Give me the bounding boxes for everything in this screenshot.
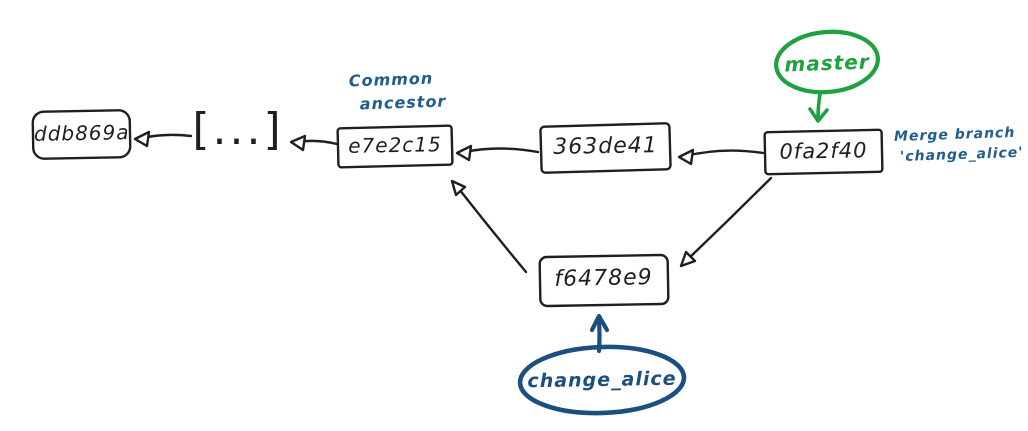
commit-box-f6478e9 — [538, 253, 670, 308]
commit-box-ddb869a — [31, 109, 132, 160]
arrow-0fa2f40-to-363de41 — [684, 149, 765, 158]
commit-box-363de41 — [539, 122, 672, 174]
commit-label-ddb869a: ddb869a — [33, 120, 130, 146]
commit-label-f6478e9: f6478e9 — [554, 265, 653, 292]
arrowhead-older-to-ddb869a — [133, 130, 151, 148]
arrowhead-0fa2f40-to-363de41 — [677, 148, 695, 166]
arrowhead-e7e2c15-to-older — [289, 134, 307, 152]
commit-label-0fa2f40: 0fa2f40 — [779, 138, 868, 164]
branch-ellipse-master — [774, 29, 880, 95]
arrow-f6478e9-to-e7e2c15 — [457, 187, 528, 274]
commit-box-0fa2f40 — [763, 128, 884, 176]
branch-label-master: master — [783, 49, 871, 77]
arrowhead-master-to-0fa2f40 — [808, 107, 829, 123]
commit-label-older-ellipsis: [...] — [192, 104, 284, 155]
arrowhead-363de41-to-e7e2c15 — [455, 144, 473, 162]
commit-box-e7e2c15 — [336, 124, 454, 169]
arrowhead-0fa2f40-to-f6478e9 — [679, 250, 697, 268]
annotation-common-ancestor-line1: Common — [348, 68, 434, 91]
arrow-change-alice-to-f6478e9 — [596, 317, 602, 354]
arrowhead-f6478e9-to-e7e2c15 — [450, 179, 467, 197]
annotation-common-ancestor-line2: ancestor — [359, 91, 447, 114]
arrow-0fa2f40-to-f6478e9 — [686, 176, 773, 261]
arrow-master-to-0fa2f40 — [816, 92, 822, 120]
commit-label-e7e2c15: e7e2c15 — [348, 132, 442, 158]
arrow-363de41-to-e7e2c15 — [462, 147, 540, 154]
arrowhead-change-alice-to-f6478e9 — [589, 313, 610, 333]
commit-label-363de41: 363de41 — [553, 133, 658, 160]
branch-label-change-alice: change_alice — [527, 367, 677, 393]
